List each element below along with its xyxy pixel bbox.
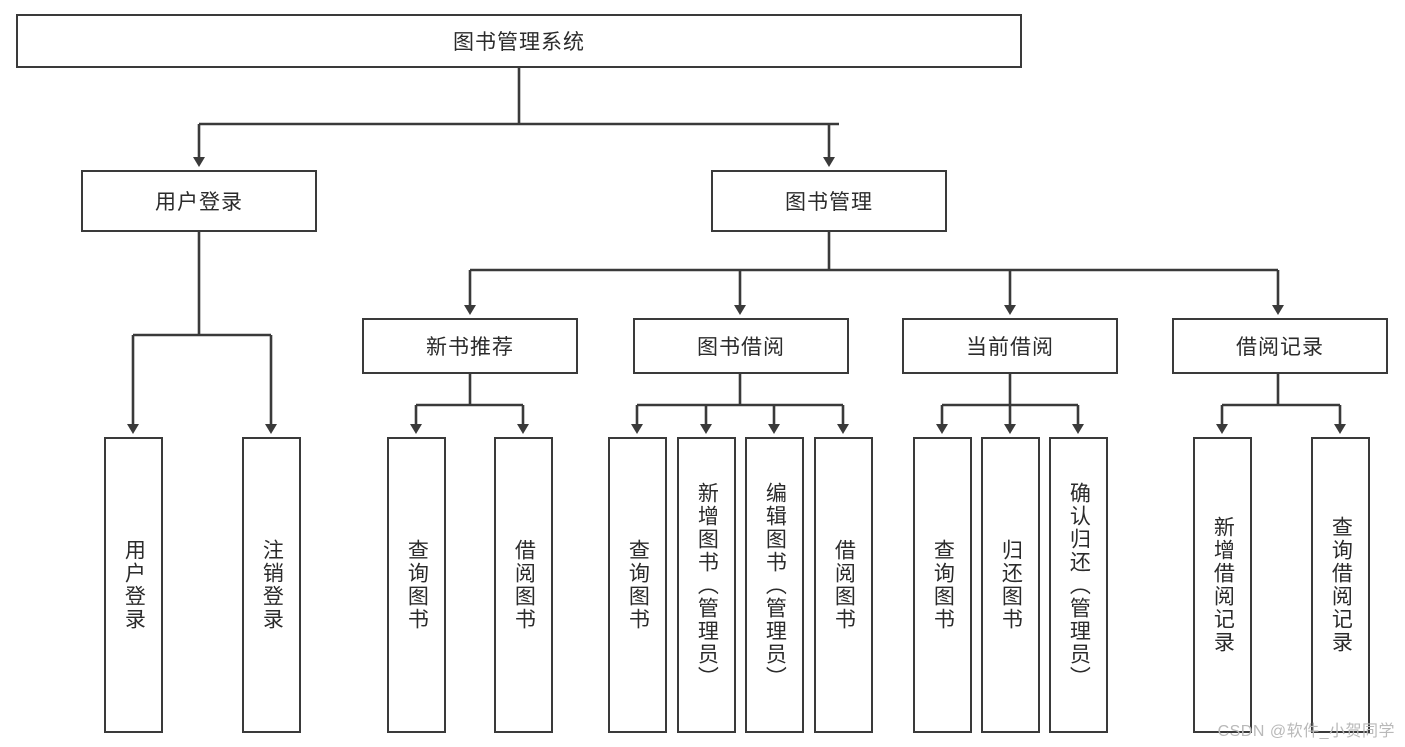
leaf-borrow-edit-book-admin[interactable]: 编辑图书（管理员） <box>745 437 804 733</box>
leaf-label: 归还图书 <box>999 539 1023 631</box>
leaf-label: 查询图书 <box>931 539 955 631</box>
leaf-label: 新增借阅记录 <box>1211 516 1235 654</box>
leaf-label: 编辑图书（管理员） <box>763 481 787 689</box>
leaf-borrow-borrow-book[interactable]: 借阅图书 <box>814 437 873 733</box>
node-root[interactable]: 图书管理系统 <box>16 14 1022 68</box>
leaf-current-query-book[interactable]: 查询图书 <box>913 437 972 733</box>
node-current-borrow[interactable]: 当前借阅 <box>902 318 1118 374</box>
leaf-label: 借阅图书 <box>832 539 856 631</box>
leaf-user-login-login[interactable]: 用户登录 <box>104 437 163 733</box>
node-book-borrow[interactable]: 图书借阅 <box>633 318 849 374</box>
leaf-label: 用户登录 <box>122 539 146 631</box>
leaf-label: 确认归还（管理员） <box>1067 481 1091 689</box>
node-borrow-record[interactable]: 借阅记录 <box>1172 318 1388 374</box>
watermark-text: CSDN @软件_小贺同学 <box>1217 723 1395 740</box>
leaf-record-query-record[interactable]: 查询借阅记录 <box>1311 437 1370 733</box>
leaf-label: 注销登录 <box>260 539 284 631</box>
leaf-label: 借阅图书 <box>512 539 536 631</box>
leaf-current-return-book[interactable]: 归还图书 <box>981 437 1040 733</box>
leaf-label: 查询图书 <box>405 539 429 631</box>
leaf-new-book-borrow[interactable]: 借阅图书 <box>494 437 553 733</box>
leaf-new-book-query[interactable]: 查询图书 <box>387 437 446 733</box>
leaf-user-login-logout[interactable]: 注销登录 <box>242 437 301 733</box>
node-book-management[interactable]: 图书管理 <box>711 170 947 232</box>
leaf-borrow-add-book-admin[interactable]: 新增图书（管理员） <box>677 437 736 733</box>
leaf-current-confirm-return-admin[interactable]: 确认归还（管理员） <box>1049 437 1108 733</box>
leaf-label: 查询图书 <box>626 539 650 631</box>
leaf-label: 查询借阅记录 <box>1329 516 1353 654</box>
node-new-book-recommend[interactable]: 新书推荐 <box>362 318 578 374</box>
leaf-borrow-query-book[interactable]: 查询图书 <box>608 437 667 733</box>
leaf-label: 新增图书（管理员） <box>695 481 719 689</box>
node-user-login[interactable]: 用户登录 <box>81 170 317 232</box>
leaf-record-add-record[interactable]: 新增借阅记录 <box>1193 437 1252 733</box>
